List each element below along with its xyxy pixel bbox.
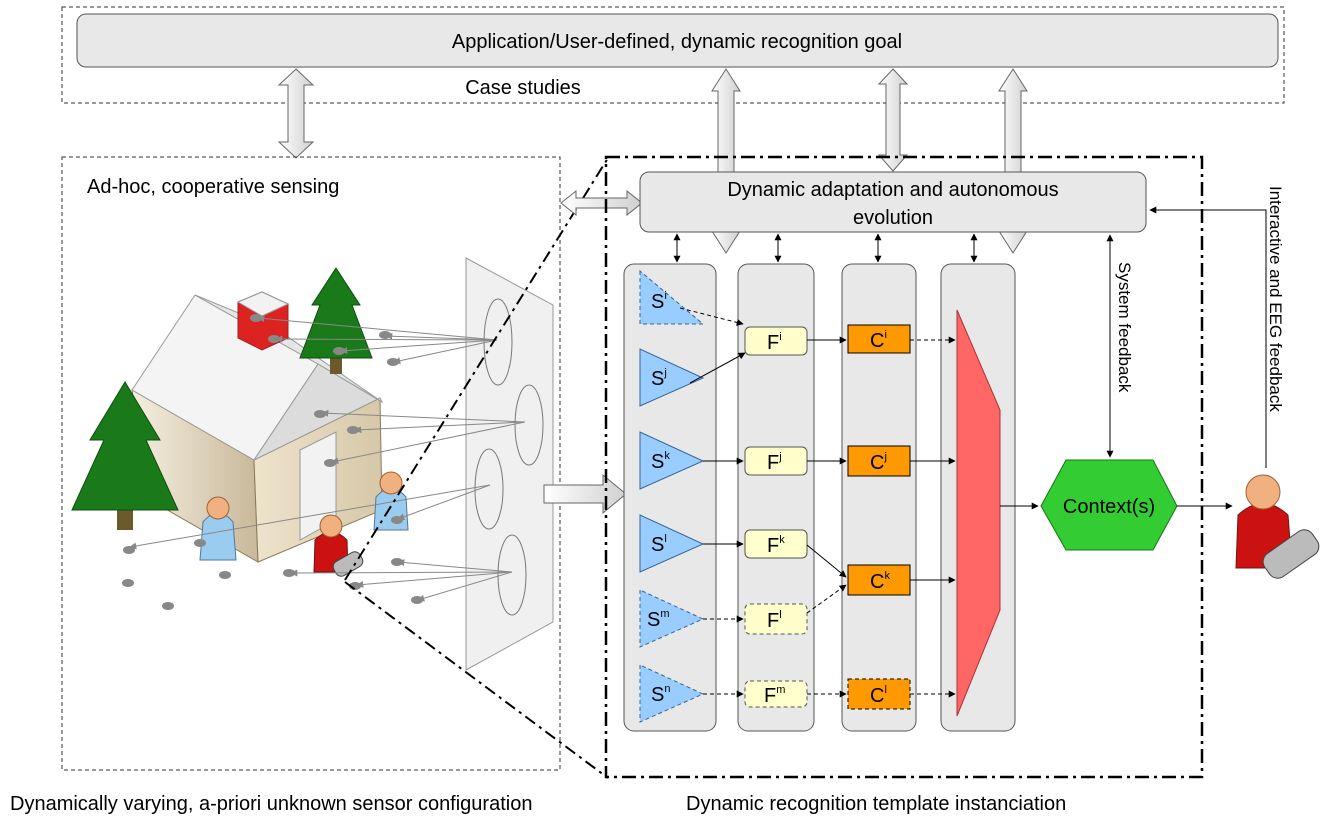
goal-label: Application/User-defined, dynamic recogn… xyxy=(452,31,902,53)
person-icon xyxy=(199,496,237,561)
sensor-node: Si xyxy=(639,269,705,325)
double-arrow-sensing-adaptation xyxy=(560,189,643,217)
svg-text:Fi: Fi xyxy=(767,331,782,354)
classifier-fusion-links xyxy=(910,336,1039,698)
projection-plane xyxy=(465,257,554,671)
fusion-block xyxy=(956,309,1001,717)
sensor-node: Sn xyxy=(639,664,705,723)
interactive-feedback-label: Interactive and EEG feedback xyxy=(1266,186,1285,412)
case-studies-frame xyxy=(61,6,1285,104)
case-studies-label: Case studies xyxy=(465,77,581,99)
double-arrow-goal-sensing xyxy=(277,68,315,159)
double-arrow-goal-adaptation xyxy=(877,68,909,172)
tree-icon xyxy=(71,381,179,530)
goal-box xyxy=(76,13,1279,68)
svg-text:Sm: Sm xyxy=(647,608,670,631)
svg-text:Fj: Fj xyxy=(767,451,782,474)
svg-text:Sk: Sk xyxy=(651,450,670,473)
feature-node: Fm xyxy=(744,680,808,708)
tree-icon xyxy=(299,267,373,374)
svg-text:Cl: Cl xyxy=(870,684,887,707)
sensing-panel xyxy=(61,156,561,771)
sensor-node: Sk xyxy=(639,431,705,490)
classifier-column xyxy=(841,263,917,732)
classifier-node: Cl xyxy=(847,678,911,710)
caption-left: Dynamically varying, a-priori unknown se… xyxy=(10,793,532,815)
svg-text:Sn: Sn xyxy=(651,683,670,706)
svg-text:Sl: Sl xyxy=(651,533,667,556)
system-feedback-label: System feedback xyxy=(1115,262,1134,393)
feature-node: Fl xyxy=(744,603,808,635)
feature-node: Fk xyxy=(744,529,808,559)
feature-classifier-links xyxy=(806,336,847,698)
svg-text:Fm: Fm xyxy=(764,684,785,707)
svg-text:Si: Si xyxy=(651,290,667,313)
adaptation-column-links xyxy=(673,233,978,263)
user-with-phone-icon xyxy=(1235,474,1320,579)
interactive-feedback-arrow xyxy=(1149,206,1267,468)
sensor-node: Sl xyxy=(639,514,705,573)
svg-text:Cj: Cj xyxy=(870,451,887,474)
classifier-node: Ck xyxy=(847,564,911,596)
template-panel xyxy=(604,155,1204,779)
adaptation-line2: evolution xyxy=(853,207,933,229)
svg-text:Fk: Fk xyxy=(767,534,785,557)
classifier-node: Ci xyxy=(847,324,911,354)
sensor-clusters xyxy=(474,298,544,616)
context-label: Context(s) xyxy=(1063,496,1155,518)
feature-node: Fi xyxy=(744,326,808,356)
perspective-lines xyxy=(344,157,609,779)
adaptation-line1: Dynamic adaptation and autonomous xyxy=(727,179,1058,201)
svg-text:Fl: Fl xyxy=(767,609,782,632)
adaptation-box xyxy=(639,171,1147,233)
caption-right: Dynamic recognition template instanciati… xyxy=(686,793,1066,815)
sensing-panel-label: Ad-hoc, cooperative sensing xyxy=(87,176,339,198)
feature-node: Fj xyxy=(744,446,808,476)
sensor-node: Sm xyxy=(639,589,705,648)
svg-text:Sj: Sj xyxy=(651,367,667,390)
classifier-node: Cj xyxy=(847,445,911,477)
sensor-column xyxy=(623,263,717,732)
arrow-sensing-to-template xyxy=(543,473,627,515)
sensor-node: Sj xyxy=(639,348,705,407)
sensor-feature-links xyxy=(679,307,746,698)
svg-text:Ci: Ci xyxy=(870,329,887,352)
person-with-phone-icon xyxy=(313,514,364,577)
svg-text:Ck: Ck xyxy=(870,570,890,593)
sensor-association-lines xyxy=(129,315,526,602)
